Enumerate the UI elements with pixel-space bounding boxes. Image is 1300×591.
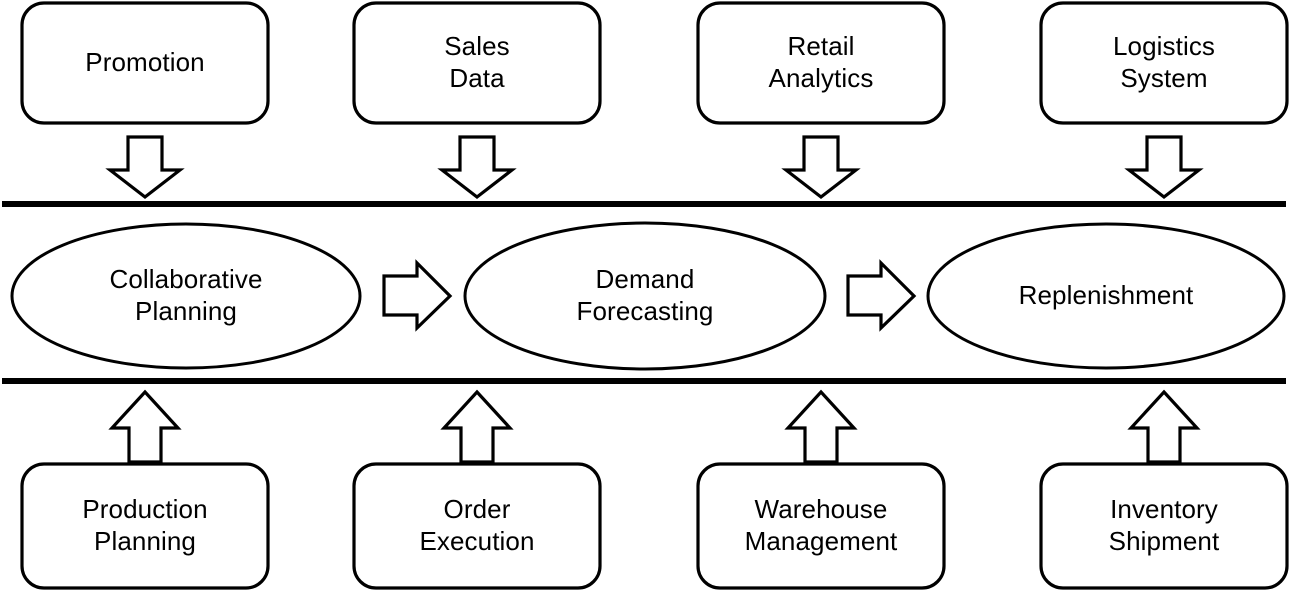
top-box-promotion-shape <box>20 1 270 125</box>
ellipse-replenishment-shape <box>926 222 1286 370</box>
band-rule-top-shape <box>2 201 1286 207</box>
top-box-retail-analytics-shape <box>696 1 946 125</box>
ellipse-collaborative-planning-shape <box>10 222 362 370</box>
arrow-right-forecasting-to-replenishment-shape <box>846 259 917 332</box>
arrow-down-sales-data-shape <box>437 135 517 200</box>
arrow-down-promotion-shape <box>105 135 185 200</box>
bottom-box-production-planning-shape <box>20 462 270 590</box>
block-arrow-up-icon <box>788 392 854 462</box>
block-arrow-down-icon <box>110 137 180 197</box>
top-box-logistics-system-shape <box>1039 1 1289 125</box>
block-arrow-down-icon <box>786 137 856 197</box>
block-arrow-up-icon <box>112 392 178 462</box>
block-arrow-up-icon <box>444 392 510 462</box>
band-rule-bottom-shape <box>2 378 1286 384</box>
bottom-box-warehouse-management-shape <box>696 462 946 590</box>
ellipse-demand-forecasting-shape <box>463 221 827 371</box>
band-rule-top <box>2 201 1286 207</box>
arrow-down-logistics-system-shape <box>1124 135 1204 200</box>
block-arrow-down-icon <box>1129 137 1199 197</box>
arrow-up-warehouse-management-shape <box>784 389 858 464</box>
arrow-up-order-execution-shape <box>440 389 514 464</box>
bottom-box-inventory-shipment-shape <box>1039 462 1289 590</box>
block-arrow-down-icon <box>442 137 512 197</box>
block-arrow-up-icon <box>1131 392 1197 462</box>
arrow-right-planning-to-forecasting-shape <box>382 259 453 332</box>
band-rule-bottom <box>2 378 1286 384</box>
top-box-sales-data-shape <box>352 1 602 125</box>
bottom-box-order-execution-shape <box>352 462 602 590</box>
arrow-down-retail-analytics-shape <box>781 135 861 200</box>
arrow-up-inventory-shipment-shape <box>1127 389 1201 464</box>
block-arrow-right-icon <box>384 263 450 328</box>
arrow-up-production-planning-shape <box>108 389 182 464</box>
block-arrow-right-icon <box>848 263 914 328</box>
